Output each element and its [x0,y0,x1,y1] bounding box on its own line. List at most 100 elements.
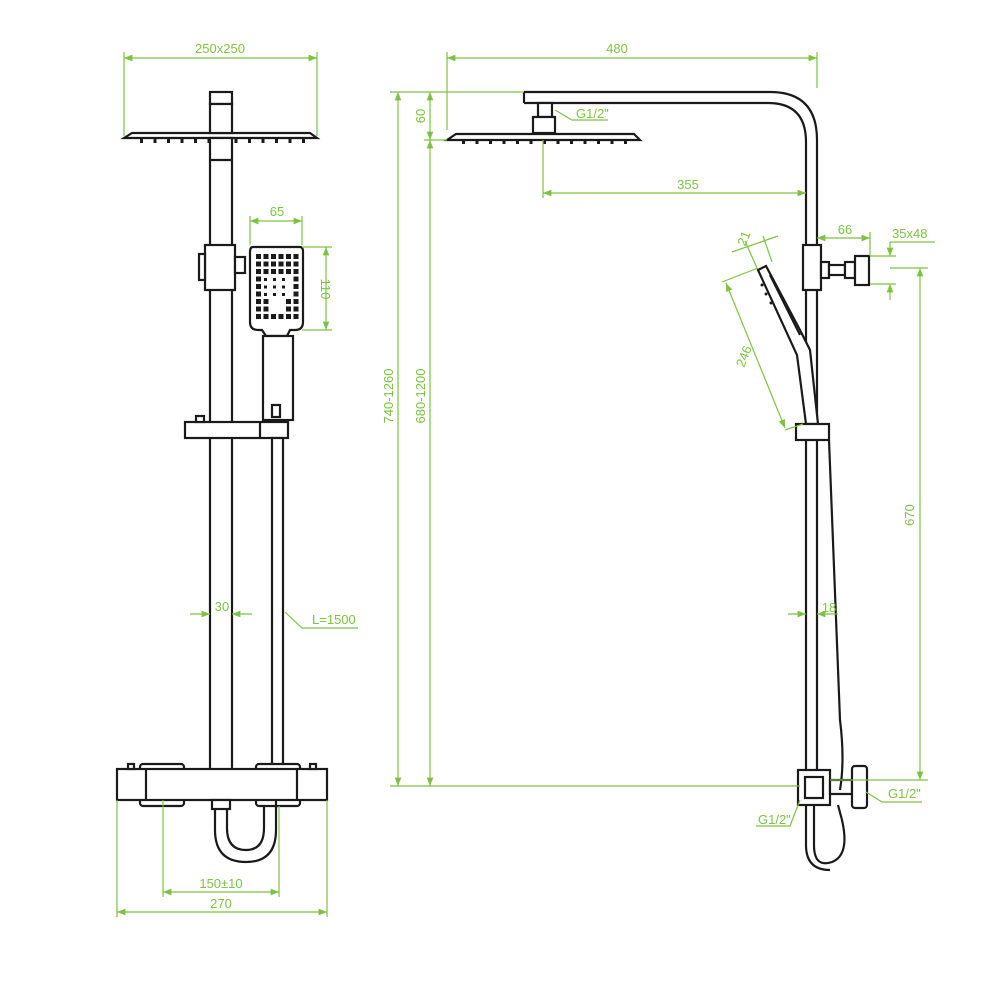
nozzle [248,138,251,143]
dim-bracket-height: 670 [902,504,917,526]
nozzle [278,261,284,267]
dim-hand-height: 110 [318,279,333,300]
nozzle [271,254,276,259]
nozzle [273,278,276,281]
nozzle [256,269,261,274]
nozzle [256,261,261,267]
nozzle [293,269,299,274]
nozzle [286,306,291,312]
main-pipe [208,136,234,772]
nozzle [282,293,285,296]
nozzle [293,254,299,259]
side-slider-bracket [801,243,871,292]
side-dimensions: 480 60 G1/2" 355 740-1260 680-1200 66 35… [381,41,935,827]
nozzle [293,299,299,304]
nozzle [529,140,533,144]
hand-shower [248,245,305,422]
dim-bracket-offset: 66 [838,222,852,237]
nozzle [293,306,299,312]
nozzle [167,138,170,143]
nozzle [282,285,285,289]
nozzle [597,140,600,144]
nozzle [610,140,614,144]
nozzle [271,261,276,267]
nozzle [271,269,276,274]
nozzle [256,306,261,312]
nozzle [263,261,269,267]
nozzle [543,140,546,144]
dim-inlet-thread: G1/2" [888,786,921,801]
nozzle [271,314,276,319]
nozzle [293,261,299,267]
nozzle [256,291,261,297]
nozzle [264,293,267,296]
dim-inlet-spacing: 150±10 [199,876,242,891]
nozzle [261,138,265,143]
nozzle [264,285,267,289]
nozzle [263,254,269,259]
nozzle [293,276,299,282]
dim-mixer-width: 270 [210,896,232,911]
dim-head-thread: G1/2" [576,106,609,121]
nozzle [256,314,261,319]
shower-arm [522,90,819,790]
rain-shower-head [120,90,321,143]
nozzle [256,299,261,304]
dim-head-drop: 60 [413,109,428,123]
dim-pipe-diameter: 30 [215,599,229,614]
nozzle [263,314,269,319]
dim-hose-length: L=1500 [312,612,356,627]
nozzle [302,138,305,143]
nozzle [583,140,587,144]
nozzle [273,293,276,296]
nozzle [153,138,157,143]
nozzle [286,254,291,259]
nozzle [194,138,197,143]
nozzle [516,140,519,144]
dim-hand-width: 65 [270,204,284,219]
nozzle [140,138,143,143]
nozzle [286,261,291,267]
nozzle [286,314,291,319]
nozzle [475,140,479,144]
nozzle [234,138,238,143]
dim-arm-length: 480 [606,41,628,56]
nozzle [273,285,276,289]
nozzle [462,140,465,144]
nozzle [264,278,267,281]
nozzle [570,140,573,144]
dim-head-offset: 355 [677,177,699,192]
nozzle [502,140,506,144]
nozzle [293,284,299,289]
nozzle [278,254,284,259]
slide-shelf [183,414,290,440]
nozzle [256,276,261,282]
side-holder [794,422,831,442]
side-view: 480 60 G1/2" 355 740-1260 680-1200 66 35… [381,41,935,872]
dim-hand-depth: 21 [734,229,753,248]
nozzle [286,269,291,274]
nozzle [275,138,278,143]
dim-rail-diameter: 18 [822,600,836,615]
nozzle [180,138,184,143]
wall-outlet [796,439,869,872]
nozzle [278,269,284,274]
dim-bracket-size: 35x48 [892,226,927,241]
nozzle [556,140,560,144]
front-view: 250x250 65 110 30 L=1500 150±10 270 [115,41,358,917]
thermostat-mixer [115,762,329,864]
nozzle [293,314,299,319]
front-dimensions: 250x250 65 110 30 L=1500 150±10 270 [116,41,358,917]
dim-head-height: 680-1200 [413,369,428,424]
nozzle [278,314,284,319]
dim-total-height: 740-1260 [381,369,396,424]
nozzle [624,140,627,144]
hose-pipe [270,436,285,770]
nozzle [293,291,299,297]
nozzle [282,278,285,281]
side-rain-head [443,101,643,144]
nozzle [256,284,261,289]
nozzle [256,254,261,259]
